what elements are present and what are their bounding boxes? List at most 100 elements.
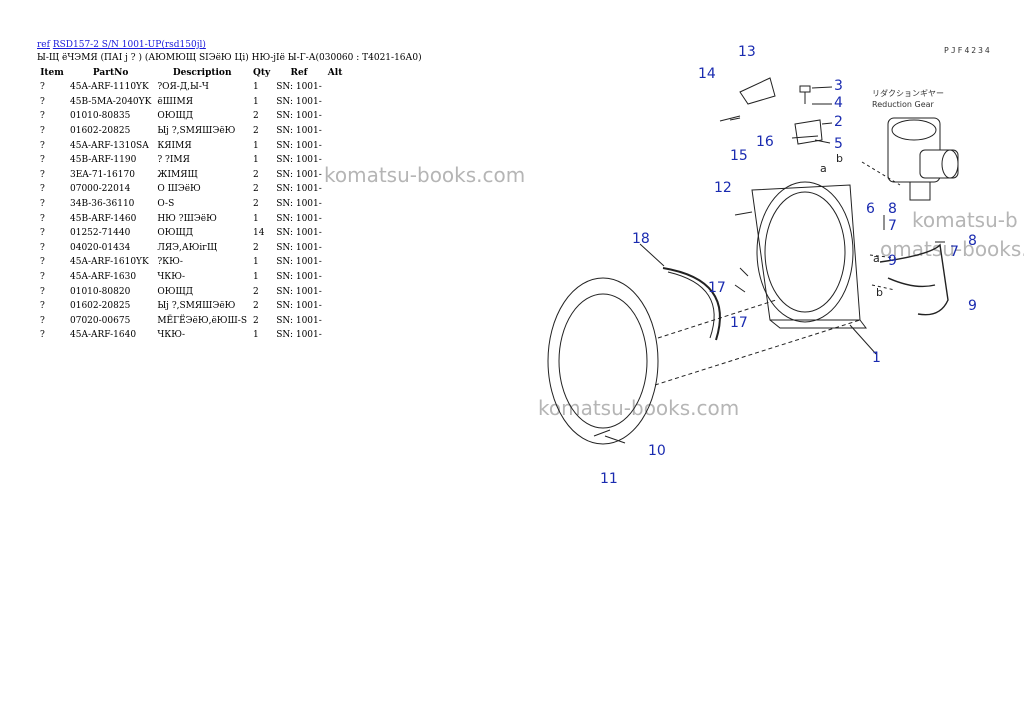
cell-ref: SN: 1001- [276,257,322,268]
cell-description: ОЮЩД [157,286,194,297]
cell-partno: 01010-80835 [70,111,131,122]
cell-qty: 2 [253,315,259,326]
cell-partno: 45B-ARF-1460 [70,213,137,224]
cell-partno: 45A-ARF-1610YK [70,257,149,268]
callout-number: 15 [730,148,748,164]
callout-number: 1 [872,350,881,366]
cell-ref: SN: 1001- [276,169,322,180]
col-description: Description [172,67,232,78]
cell-ref: SN: 1001- [276,126,322,137]
callout-number: 4 [834,95,843,111]
cell-qty: 1 [253,155,259,166]
cell-qty: 14 [253,228,265,239]
diagram-note: リダクションギヤー Reduction Gear [872,88,944,110]
cell-description: Ыј ?,SМЯШЭёЮ [157,126,236,137]
connection-letter: a [873,252,880,265]
callout-number: 14 [698,66,716,82]
cell-qty: 2 [253,126,259,137]
cell-ref: SN: 1001- [276,330,322,341]
cell-partno: 07000-22014 [70,184,131,195]
callout-number: 5 [834,136,843,152]
cell-qty: 2 [253,301,259,312]
diagram-note-jp: リダクションギヤー [872,89,944,98]
cell-ref: SN: 1001- [276,272,322,283]
callout-number: 17 [730,315,748,331]
cell-qty: 1 [253,257,259,268]
cell-item: ? [40,111,45,122]
cell-qty: 1 [253,82,259,93]
cell-item: ? [40,96,45,107]
cell-description: ЖІМЯЩ [157,169,198,180]
cell-item: ? [40,126,45,137]
cell-qty: 2 [253,184,259,195]
cell-item: ? [40,184,45,195]
callout-number: 9 [968,298,977,314]
cell-ref: SN: 1001- [276,96,322,107]
model-link[interactable]: RSD157-2 S/N 1001-UP(rsd150jl) [52,40,206,50]
cell-description: ОЮЩД [157,228,194,239]
cell-ref: SN: 1001- [276,140,322,151]
cell-qty: 1 [253,96,259,107]
cell-partno: 45B-5MA-2040YK [70,96,152,107]
col-alt: Alt [327,67,343,78]
callout-number: 16 [756,134,774,150]
cell-description: ЧКЮ- [157,330,186,341]
cell-qty: 2 [253,199,259,210]
page-subtitle: Ы-Щ ёЧЭМЯ (ПАІ ј ? ) (АЮМЮЩ SIЭёЮ Ці) НЮ… [37,53,422,63]
callout-number: 12 [714,180,732,196]
cell-qty: 2 [253,286,259,297]
cell-item: ? [40,155,45,166]
cell-description: ?ОЯ-Д,Ы-Ч [157,82,209,93]
cell-partno: 45A-ARF-1310SA [70,140,149,151]
connection-letter: b [876,286,883,299]
connection-letter: a [820,162,827,175]
ref-link[interactable]: ref [37,40,50,50]
cell-item: ? [40,330,45,341]
callout-number: 18 [632,231,650,247]
connection-letter: b [836,152,843,165]
cell-description: ЧКЮ- [157,272,186,283]
cell-partno: 45B-ARF-1190 [70,155,137,166]
cell-partno: 3EA-71-16170 [70,169,135,180]
col-qty: Qty [253,67,271,78]
cell-ref: SN: 1001- [276,315,322,326]
cell-partno: 01252-71440 [70,228,131,239]
cell-partno: 07020-00675 [70,315,131,326]
cell-qty: 2 [253,242,259,253]
callout-number: 8 [888,201,897,217]
cell-qty: 1 [253,272,259,283]
cell-item: ? [40,140,45,151]
diagram-code: PJF4234 [944,46,992,55]
cell-description: НЮ ?ШЭёЮ [157,213,217,224]
parts-table: Item PartNo Description Qty Ref Alt ?45A… [37,65,345,343]
cell-description: ЛЯЭ,АЮігЩ [157,242,218,253]
cell-ref: SN: 1001- [276,155,322,166]
callout-number: 11 [600,471,618,487]
cell-ref: SN: 1001- [276,184,322,195]
cell-partno: 01602-20825 [70,301,131,312]
col-ref: Ref [290,67,308,78]
cell-description: Ыј ?,SМЯШЭёЮ [157,301,236,312]
cell-item: ? [40,169,45,180]
cell-partno: 04020-01434 [70,242,131,253]
cell-description: МЁГЁЭёЮ,ёЮШ-S [157,315,247,326]
cell-item: ? [40,286,45,297]
callout-number: 6 [866,201,875,217]
table-header-row: Item PartNo Description Qty Ref Alt [37,65,345,80]
cell-item: ? [40,272,45,283]
